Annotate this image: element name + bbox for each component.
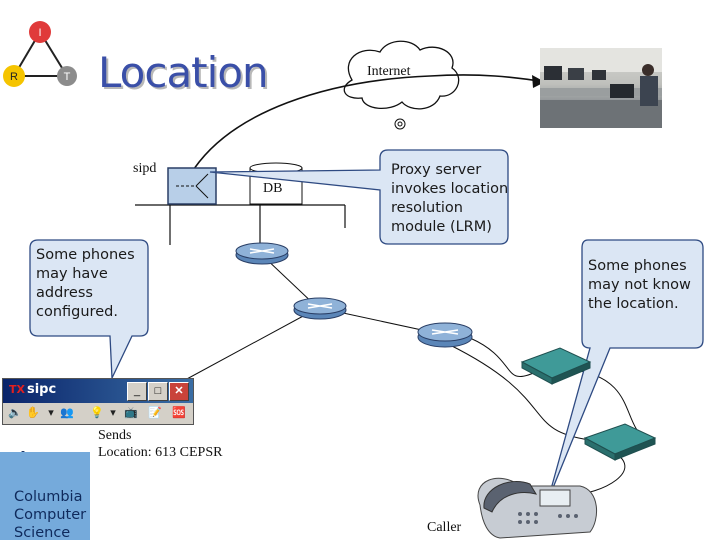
- speaker-icon[interactable]: 🔈: [8, 407, 22, 419]
- columbia-line3: Science: [14, 525, 71, 541]
- logo-node-r: [3, 65, 25, 87]
- dropdown-arrow-icon[interactable]: ▾: [48, 407, 54, 419]
- logo-node-t: [57, 66, 77, 86]
- proxy-callout-text: Proxy server invokes location resolution…: [391, 162, 509, 235]
- cloud-label: Internet: [367, 64, 411, 79]
- hand-icon[interactable]: ✋: [26, 407, 40, 419]
- lightbulb-icon[interactable]: 💡: [90, 407, 104, 419]
- ip-phone-icon: [477, 477, 598, 539]
- close-button[interactable]: ✕: [169, 382, 189, 401]
- irt-logo: I R T: [3, 21, 77, 87]
- columbia-line2: Computer: [14, 507, 87, 523]
- logo-node-i: [29, 21, 51, 43]
- router-icon: [293, 297, 347, 320]
- columbia-line1: Columbia: [14, 489, 83, 505]
- internet-arc: [189, 74, 546, 176]
- arrow-head: [532, 75, 545, 88]
- proxy-server-icon: [167, 167, 217, 205]
- cloud-icon: [343, 40, 460, 130]
- router-icon: [235, 242, 289, 265]
- right-callout-text: Some phones may not know the location.: [588, 258, 691, 312]
- maximize-button[interactable]: □: [148, 382, 168, 401]
- switch-icon: [583, 423, 657, 461]
- sos-icon[interactable]: 🆘: [172, 407, 186, 419]
- caller-label: Caller: [427, 520, 462, 535]
- right-callout-shape: [547, 239, 704, 501]
- sends-line2: Location: 613 CEPSR: [98, 445, 223, 460]
- office-photo: [540, 48, 662, 128]
- logo-label-t: T: [64, 71, 71, 83]
- tv-icon[interactable]: 📺: [124, 407, 138, 419]
- sipc-title-text: sipc: [26, 382, 57, 397]
- notes-icon[interactable]: 📝: [148, 407, 162, 419]
- logo-label-r: R: [10, 71, 18, 83]
- left-callout-text: Some phones may have address configured.: [36, 247, 135, 320]
- router-icon: [417, 322, 473, 348]
- columbia-logo: Columbia Computer Science: [0, 452, 90, 542]
- buddies-icon[interactable]: 👥: [60, 407, 74, 419]
- sends-text: Sends Location: 613 CEPSR: [98, 427, 222, 461]
- sipc-title-prefix: TX: [9, 383, 25, 396]
- dropdown-arrow-icon[interactable]: ▾: [110, 407, 116, 419]
- minimize-button[interactable]: _: [127, 382, 147, 401]
- switch-icon: [520, 347, 592, 385]
- columbia-logo-text: Columbia Computer Science: [14, 488, 86, 542]
- sends-line1: Sends: [98, 428, 132, 443]
- left-callout-shape: [29, 239, 149, 379]
- proxy-callout-shape: [209, 149, 509, 245]
- page-title: Location: [98, 48, 269, 97]
- sipd-label: sipd: [133, 161, 157, 176]
- db-label: DB: [263, 181, 283, 196]
- logo-label-i: I: [38, 27, 41, 39]
